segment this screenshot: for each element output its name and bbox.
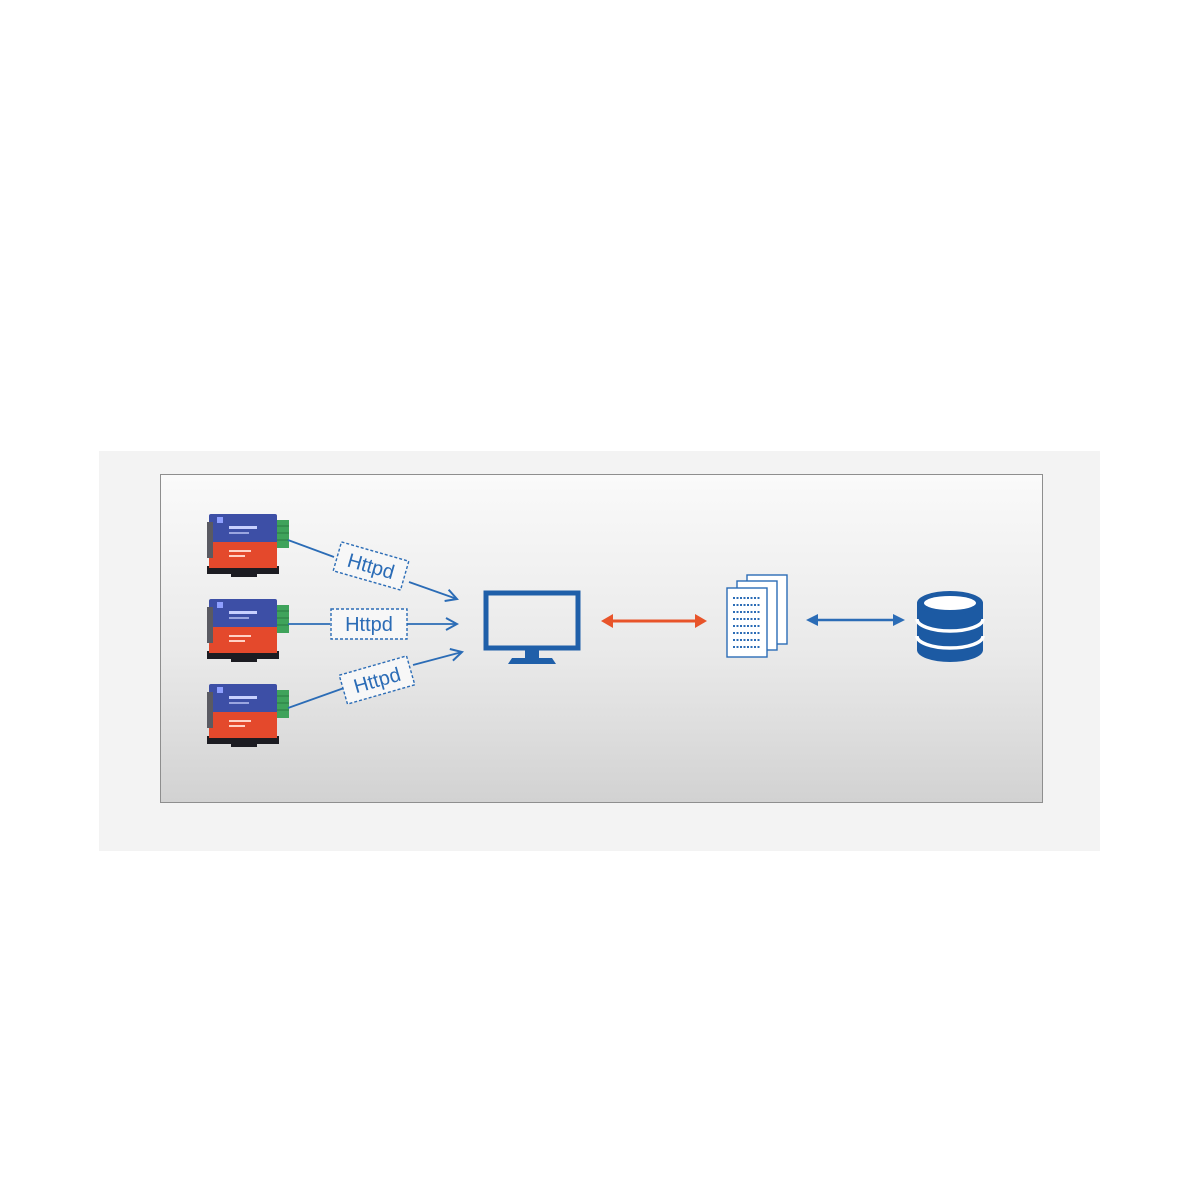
- serial-device-1: [207, 514, 289, 577]
- serial-device-3: [207, 684, 289, 747]
- httpd-label-3: Httpd: [338, 655, 416, 705]
- sync-arrow: [601, 614, 707, 628]
- http-arrow-3: [287, 652, 462, 709]
- httpd-label-1: Httpd: [332, 541, 410, 591]
- http-arrow-1: [287, 539, 457, 599]
- httpd-label-2: Httpd: [330, 608, 408, 640]
- monitor-icon: [483, 590, 581, 664]
- storage-arrow: [806, 614, 905, 626]
- httpd-label-2-text: Httpd: [345, 614, 393, 636]
- serial-device-2: [207, 599, 289, 662]
- database-icon: [915, 591, 985, 662]
- diagram-panel: [160, 474, 1043, 803]
- documents-icon: [726, 574, 788, 658]
